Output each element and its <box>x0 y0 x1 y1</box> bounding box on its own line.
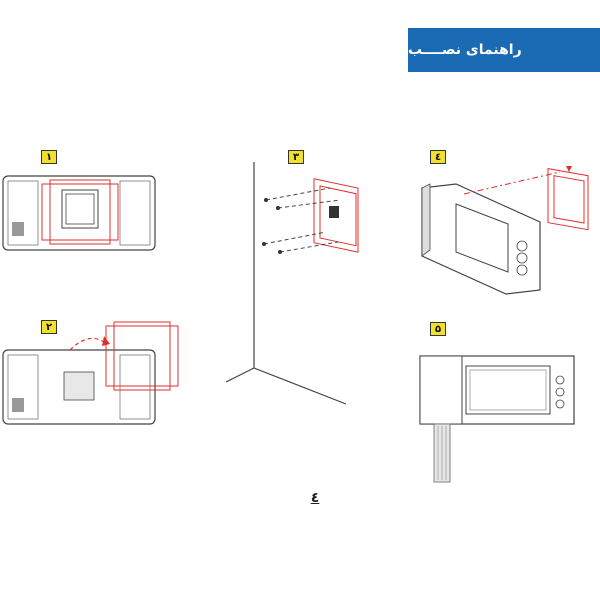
step-1-illustration <box>2 175 156 251</box>
page-title: راهنمای نصــــب <box>408 42 522 58</box>
step-3-badge: ۳ <box>288 150 304 164</box>
step-5-illustration <box>419 355 575 483</box>
step-3-illustration <box>225 162 359 405</box>
step-1-badge: ۱ <box>41 150 57 164</box>
step-2-badge: ۲ <box>41 320 57 334</box>
page-header: راهنمای نصــــب <box>408 28 600 72</box>
page-number: ٤ <box>310 490 320 506</box>
step-4-badge: ٤ <box>430 150 446 164</box>
step-2-illustration <box>2 321 179 425</box>
step-5-badge: ۵ <box>430 322 446 336</box>
step-4-illustration <box>421 166 589 295</box>
